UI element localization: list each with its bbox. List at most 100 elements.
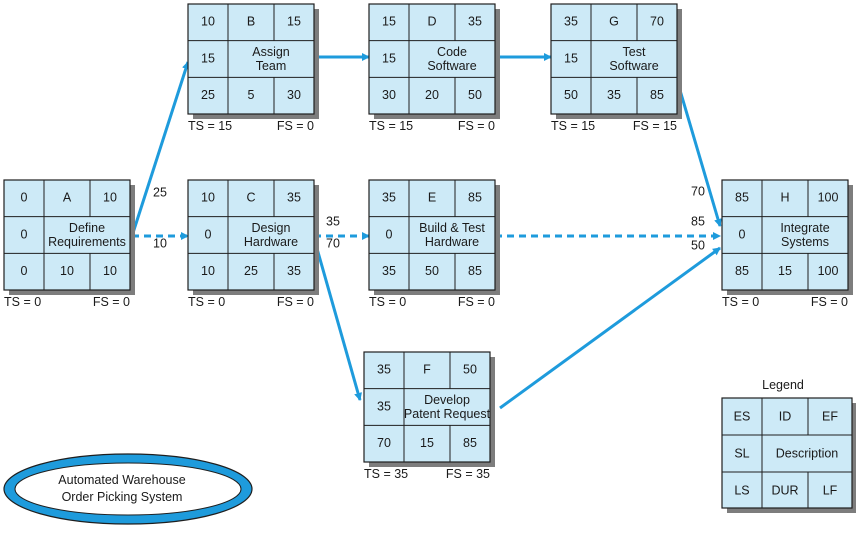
node-g-free-slack: FS = 15 — [633, 119, 677, 133]
node-h-es: 85 — [735, 191, 749, 205]
node-a-ef: 10 — [103, 191, 117, 205]
node-a-free-slack: FS = 0 — [93, 295, 130, 309]
legend-description: Description — [776, 446, 839, 460]
node-e-total-slack: TS = 0 — [369, 295, 406, 309]
node-d-id: D — [427, 15, 436, 29]
node-h-total-slack: TS = 0 — [722, 295, 759, 309]
edge-a-c: 10 — [132, 232, 189, 250]
node-f-description-0: Develop — [424, 393, 470, 407]
arrow-c-f — [312, 237, 362, 401]
node-c-dur: 25 — [244, 264, 258, 278]
node-f-dur: 15 — [420, 436, 434, 450]
node-h-dur: 15 — [778, 264, 792, 278]
node-f-lf: 85 — [463, 436, 477, 450]
node-f-total-slack: TS = 35 — [364, 467, 408, 481]
legend-dur: DUR — [771, 483, 798, 497]
node-c-description-1: Hardware — [244, 235, 298, 249]
node-d-es: 15 — [382, 15, 396, 29]
arrow-f-h — [499, 246, 721, 410]
node-e-dur: 50 — [425, 264, 439, 278]
node-f-es: 35 — [377, 363, 391, 377]
node-h-lf: 100 — [818, 264, 839, 278]
node-a-description-1: Requirements — [48, 235, 126, 249]
legend-lf: LF — [823, 483, 838, 497]
node-b-dur: 5 — [248, 88, 255, 102]
project-ellipse-inner — [14, 462, 242, 516]
node-d-description-1: Software — [427, 59, 476, 73]
node-e-ef: 85 — [468, 191, 482, 205]
node-a-dur: 10 — [60, 264, 74, 278]
node-b-es: 10 — [201, 15, 215, 29]
node-d-ef: 35 — [468, 15, 482, 29]
node-a-id: A — [63, 191, 72, 205]
node-b-free-slack: FS = 0 — [277, 119, 314, 133]
node-g-total-slack: TS = 15 — [551, 119, 595, 133]
legend-ef: EF — [822, 409, 838, 423]
node-g-description-1: Software — [609, 59, 658, 73]
node-a-lf: 10 — [103, 264, 117, 278]
node-a-es: 0 — [21, 191, 28, 205]
node-c-description-0: Design — [252, 221, 291, 235]
node-f-id: F — [423, 363, 431, 377]
edge-label-a-b-0: 25 — [153, 185, 167, 199]
node-f-ls: 70 — [377, 436, 391, 450]
arrow-a-b — [130, 61, 190, 237]
node-b-total-slack: TS = 15 — [188, 119, 232, 133]
node-h-description-0: Integrate — [780, 221, 829, 235]
node-f-ef: 50 — [463, 363, 477, 377]
node-e-free-slack: FS = 0 — [458, 295, 495, 309]
legend-id: ID — [779, 409, 792, 423]
node-b-description-1: Team — [256, 59, 287, 73]
node-a-sl: 0 — [21, 227, 28, 241]
legend-ls: LS — [734, 483, 749, 497]
node-f-free-slack: FS = 35 — [446, 467, 490, 481]
node-e-description-1: Hardware — [425, 235, 479, 249]
node-a-description-0: Define — [69, 221, 105, 235]
node-g-sl: 15 — [564, 51, 578, 65]
node-h-ef: 100 — [818, 191, 839, 205]
node-a-total-slack: TS = 0 — [4, 295, 41, 309]
node-c-lf: 35 — [287, 264, 301, 278]
node-g-ls: 50 — [564, 88, 578, 102]
node-e-es: 35 — [382, 191, 396, 205]
node-a-ls: 0 — [21, 264, 28, 278]
node-f-description-1: Patent Request — [404, 407, 491, 421]
project-name-line-2: Order Picking System — [62, 490, 183, 504]
node-e-id: E — [428, 191, 436, 205]
node-b-sl: 15 — [201, 51, 215, 65]
node-h-sl: 0 — [739, 227, 746, 241]
node-e-lf: 85 — [468, 264, 482, 278]
node-g-lf: 85 — [650, 88, 664, 102]
edge-label-a-c-0: 10 — [153, 236, 167, 250]
node-e-ls: 35 — [382, 264, 396, 278]
node-c-ls: 10 — [201, 264, 215, 278]
node-h-id: H — [780, 191, 789, 205]
legend-title: Legend — [762, 378, 804, 392]
project-label: Automated Warehouse Order Picking System — [3, 453, 253, 525]
node-f-sl: 35 — [377, 399, 391, 413]
edge-label-f-h-0: 50 — [691, 238, 705, 252]
node-g-ef: 70 — [650, 15, 664, 29]
node-b-description-0: Assign — [252, 45, 290, 59]
node-c-es: 10 — [201, 191, 215, 205]
node-e-sl: 0 — [386, 227, 393, 241]
edge-label-e-h-0: 85 — [691, 214, 705, 228]
edge-g-h: 70 — [675, 79, 722, 227]
legend: Legend ES ID EF SL Description LS DUR LF — [721, 378, 856, 513]
node-d-lf: 50 — [468, 88, 482, 102]
node-h-ls: 85 — [735, 264, 749, 278]
node-d-ls: 30 — [382, 88, 396, 102]
legend-es: ES — [734, 409, 751, 423]
node-e-description-0: Build & Test — [419, 221, 485, 235]
edge-label-g-h-0: 70 — [691, 184, 705, 198]
